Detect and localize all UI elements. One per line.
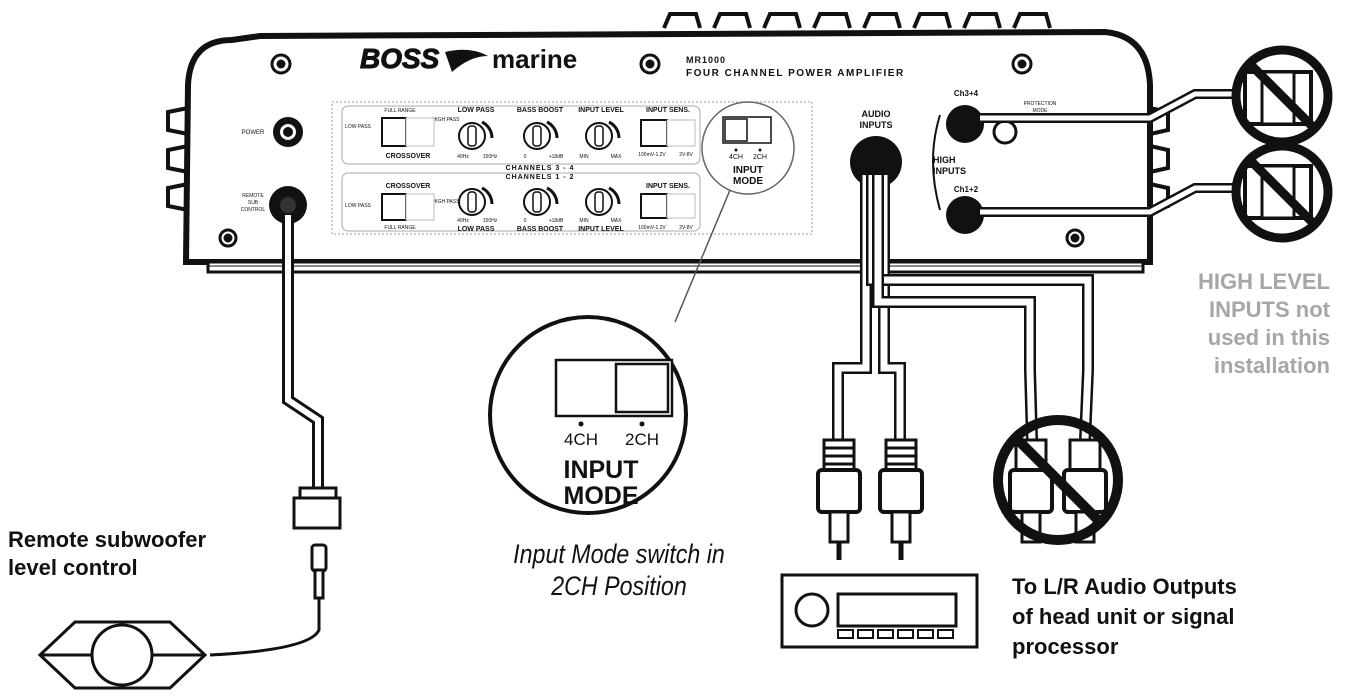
remote-jack: REMOTE SUB CONTROL [241, 186, 307, 224]
svg-text:100mV-1.2V: 100mV-1.2V [638, 225, 666, 231]
svg-text:INPUT LEVEL: INPUT LEVEL [578, 226, 624, 233]
heatsink-fins-top [662, 12, 1052, 29]
prohibited-icon [993, 415, 1123, 545]
input-mode-caption: Input Mode switch in 2CH Position [513, 539, 725, 601]
svg-text:+18dB: +18dB [549, 154, 564, 160]
input-sens-switch-3-4[interactable] [640, 119, 668, 147]
zoom-mode-label: MODE [564, 482, 639, 510]
svg-text:4CH: 4CH [729, 154, 743, 161]
crossover-switch-1-2[interactable] [381, 193, 407, 221]
rca-plug-left [816, 438, 862, 560]
brand-logo: BOSS marine MR1000 FOUR CHANNEL POWER AM… [360, 43, 905, 80]
svg-text:MAX: MAX [611, 154, 623, 160]
amp-subtitle: FOUR CHANNEL POWER AMPLIFIER [686, 68, 905, 79]
svg-text:AUDIO: AUDIO [862, 109, 891, 119]
svg-text:MODE: MODE [733, 176, 763, 187]
svg-text:CONTROL: CONTROL [241, 207, 266, 213]
brand-swoosh-icon [445, 49, 488, 72]
svg-text:INPUT LEVEL: INPUT LEVEL [578, 107, 624, 114]
svg-text:2V-8V: 2V-8V [679, 152, 693, 158]
svg-text:100mV-1.2V: 100mV-1.2V [638, 152, 666, 158]
svg-text:MIN: MIN [579, 154, 589, 160]
svg-text:INPUT SENS.: INPUT SENS. [646, 183, 690, 190]
remote-connector [292, 486, 342, 600]
svg-text:0: 0 [524, 154, 527, 160]
svg-text:Ch1+2: Ch1+2 [954, 185, 979, 194]
high-level-note: HIGH LEVEL INPUTS not used in this insta… [1197, 269, 1330, 378]
svg-text:LOW PASS: LOW PASS [345, 203, 371, 209]
svg-text:MAX: MAX [611, 218, 623, 224]
svg-text:INPUT: INPUT [733, 165, 763, 176]
row-channels-3-4: FULL RANGE LOW PASS HIGH PASS CROSSOVER … [341, 105, 701, 172]
svg-text:CHANNELS 1 - 2: CHANNELS 1 - 2 [506, 174, 575, 181]
svg-text:0: 0 [524, 218, 527, 224]
svg-text:+18dB: +18dB [549, 218, 564, 224]
svg-text:150Hz: 150Hz [483, 218, 498, 224]
svg-text:REMOTE: REMOTE [242, 193, 264, 199]
zoom-input-label: INPUT [564, 456, 639, 484]
high-input-plug-bottom [1231, 141, 1333, 243]
brand-boss: BOSS [360, 43, 440, 74]
svg-text:MODE: MODE [1033, 108, 1049, 114]
input-mode-zoom: 4CH 2CH INPUT MODE [488, 315, 688, 515]
svg-text:CROSSOVER: CROSSOVER [386, 183, 431, 190]
remote-cable [282, 215, 324, 488]
zoom-2ch: 2CH [625, 430, 659, 449]
svg-text:CROSSOVER: CROSSOVER [386, 153, 431, 160]
rca-plug-right [878, 438, 924, 560]
crossover-switch-3-4[interactable] [381, 117, 407, 147]
svg-text:40Hz: 40Hz [457, 218, 469, 224]
prohibited-icon [1231, 141, 1333, 243]
svg-text:40Hz: 40Hz [457, 154, 469, 160]
head-unit-icon [780, 573, 979, 649]
svg-text:MIN: MIN [579, 218, 589, 224]
svg-text:BASS BOOST: BASS BOOST [517, 107, 564, 114]
svg-text:HIGH PASS: HIGH PASS [433, 199, 461, 205]
remote-title: Remote subwoofer level control [8, 527, 207, 580]
svg-text:CHANNELS 3 - 4: CHANNELS 3 - 4 [506, 165, 575, 172]
remote-knob-cable [209, 598, 321, 657]
remote-knob-icon [37, 620, 208, 690]
rca-plugs-unused [993, 415, 1123, 545]
model-number: MR1000 [686, 55, 726, 65]
zoom-leader-line [674, 189, 731, 323]
screws [218, 53, 1085, 248]
outputs-note: To L/R Audio Outputs of head unit or sig… [1012, 574, 1237, 659]
row-channels-1-2: CHANNELS 1 - 2 CROSSOVER LOW PASS HIGH P… [341, 172, 701, 233]
svg-text:150Hz: 150Hz [483, 154, 498, 160]
power-label: POWER [242, 130, 265, 136]
brand-marine: marine [492, 44, 577, 74]
high-inputs: Ch3+4 Ch1+2 HIGH INPUTS PROTECTION MODE [932, 89, 1057, 234]
svg-text:FULL RANGE: FULL RANGE [384, 225, 416, 231]
zoom-4ch: 4CH [564, 430, 598, 449]
svg-text:HIGH PASS: HIGH PASS [433, 117, 461, 123]
svg-text:LOW PASS: LOW PASS [458, 107, 495, 114]
svg-text:FULL RANGE: FULL RANGE [384, 108, 416, 114]
svg-text:PROTECTION: PROTECTION [1024, 101, 1057, 107]
svg-text:HIGH: HIGH [933, 155, 956, 165]
svg-text:2V-8V: 2V-8V [679, 225, 693, 231]
input-sens-switch-1-2[interactable] [640, 193, 668, 219]
svg-text:BASS BOOST: BASS BOOST [517, 226, 564, 233]
input-mode-switch-small: 4CH 2CH INPUT MODE [701, 101, 795, 195]
svg-text:LOW PASS: LOW PASS [345, 124, 371, 130]
svg-text:INPUTS: INPUTS [859, 120, 892, 130]
heatsink-fins-left [166, 106, 189, 212]
power-led: POWER [242, 117, 303, 147]
svg-text:2CH: 2CH [753, 154, 767, 161]
svg-text:Ch3+4: Ch3+4 [954, 89, 979, 98]
high-input-wires [980, 89, 1240, 217]
high-input-plug-top [1231, 45, 1333, 147]
control-panel-outline [331, 101, 813, 235]
svg-text:INPUTS: INPUTS [933, 166, 966, 176]
svg-text:LOW PASS: LOW PASS [458, 226, 495, 233]
svg-text:INPUT SENS.: INPUT SENS. [646, 107, 690, 114]
svg-text:SUB: SUB [248, 200, 259, 206]
audio-input-cables [832, 175, 1094, 441]
